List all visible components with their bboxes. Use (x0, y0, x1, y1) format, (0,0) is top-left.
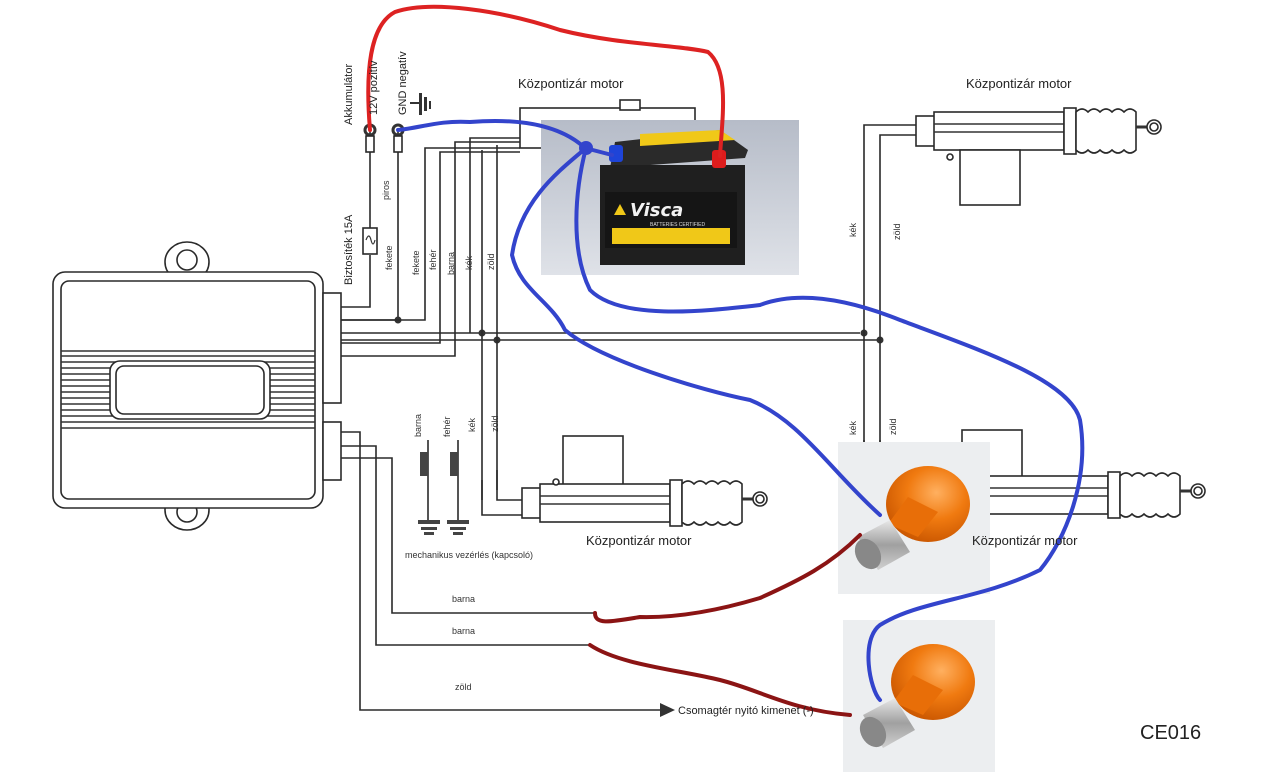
switch-icon (450, 452, 458, 476)
diagram-code: CE016 (1140, 722, 1201, 744)
negative-terminal (609, 145, 623, 162)
mech-wire-label: kék (467, 417, 477, 432)
bulb-image-2 (843, 620, 995, 772)
arrow-icon (660, 703, 675, 717)
bottom-wire-label: barna (452, 626, 475, 636)
wire-label: kék (464, 255, 474, 270)
battery-subtitle: BATTERIES CERTIFIED (650, 222, 705, 228)
mech-wire-label: fehér (442, 416, 452, 437)
trunk-output-label: Csomagtér nyitó kimenet (-) (678, 705, 814, 717)
right-wire-label: zöld (892, 223, 902, 240)
mechanical-label: mechanikus vezérlés (kapcsoló) (405, 550, 533, 560)
right-wire-label: zöld (888, 418, 898, 435)
positive-label: 12V pozitív (368, 60, 380, 115)
connector1-wires (341, 124, 960, 501)
bulb-image-1 (838, 442, 990, 594)
ground-symbol (418, 520, 469, 535)
positive-terminal (712, 150, 726, 168)
mech-wire-label: barna (413, 414, 423, 437)
positive-wire (366, 4, 726, 158)
labels: Akkumulátor 12V pozitív GND negatív Bizt… (343, 51, 1201, 744)
control-unit (52, 241, 342, 531)
wire-label: fehér (428, 249, 438, 270)
connector2-wires (341, 431, 675, 717)
signal-wires (588, 533, 862, 717)
wire-label: barna (446, 252, 456, 275)
battery-brand: Visca (630, 200, 683, 221)
wire-label: zöld (486, 253, 496, 270)
bottom-wire-label: barna (452, 594, 475, 604)
fuse-icon (362, 227, 378, 255)
fuse-label: Biztosíték 15A (343, 214, 355, 285)
motor-2 (914, 106, 1163, 206)
motor-label: Központizár motor (972, 533, 1078, 548)
ground-label: GND negatív (397, 51, 409, 115)
fuse-wire-label: piros (381, 180, 391, 200)
mech-wire-label: zöld (490, 415, 500, 432)
motor-3 (520, 435, 769, 528)
right-wire-label: kék (848, 222, 858, 237)
negative-wires (396, 118, 1085, 702)
battery-terminals (363, 93, 431, 155)
motor-label: Központizár motor (966, 76, 1072, 91)
motor-label: Központizár motor (518, 76, 624, 91)
motor-label: Központizár motor (586, 533, 692, 548)
ground-icon (410, 93, 431, 115)
wire-label: fekete (411, 250, 421, 275)
switch-icon (420, 452, 428, 476)
battery-image: Visca BATTERIES CERTIFIED (541, 120, 799, 275)
bottom-wire-label: zöld (455, 682, 472, 692)
right-wire-label: kék (848, 420, 858, 435)
wire-label: fekete (384, 245, 394, 270)
battery-label: Akkumulátor (343, 64, 355, 125)
